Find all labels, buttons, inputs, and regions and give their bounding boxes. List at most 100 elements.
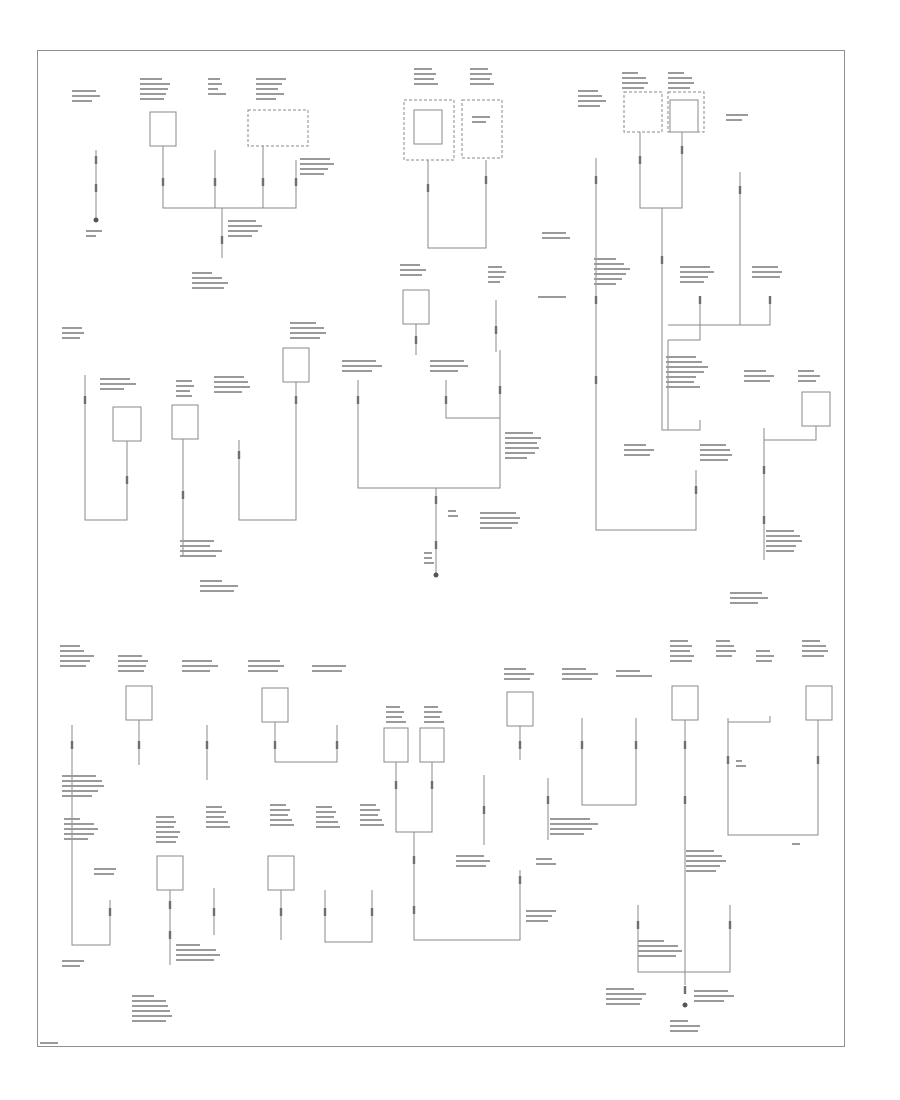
unreadable-label-line — [666, 361, 702, 363]
unreadable-label-line — [140, 88, 168, 90]
unreadable-label-line — [726, 119, 742, 121]
unreadable-label-line — [206, 806, 222, 808]
connector-pin-icon — [660, 256, 664, 264]
component-box — [419, 727, 445, 763]
unreadable-label-line — [430, 360, 464, 362]
unreadable-label-line — [156, 821, 176, 823]
unreadable-label-line — [470, 83, 494, 85]
connector-pin-icon — [698, 296, 702, 304]
connector-pin-icon — [580, 741, 584, 749]
unreadable-label-line — [270, 819, 292, 821]
unreadable-label-line — [290, 322, 316, 324]
unreadable-label-line — [716, 640, 730, 642]
unreadable-label-line — [686, 865, 720, 867]
unreadable-label-line — [694, 990, 728, 992]
unreadable-label-line — [270, 814, 288, 816]
unreadable-label-line — [156, 841, 176, 843]
unreadable-label-line — [666, 386, 700, 388]
unreadable-label-line — [176, 385, 194, 387]
connector-pin-icon — [137, 741, 141, 749]
connector-pin-icon — [762, 516, 766, 524]
connector-pin-icon — [237, 451, 241, 459]
unreadable-label-line — [342, 360, 376, 362]
unreadable-label-line — [736, 760, 742, 762]
unreadable-label-line — [214, 376, 244, 378]
unreadable-label-line — [180, 545, 210, 547]
connector-pin-icon — [434, 496, 438, 504]
unreadable-label-line — [140, 93, 166, 95]
connector-pin-icon — [594, 376, 598, 384]
unreadable-label-line — [270, 804, 286, 806]
unreadable-label-line — [756, 660, 772, 662]
unreadable-label-line — [132, 1000, 166, 1002]
unreadable-label-line — [606, 998, 642, 1000]
unreadable-label-line — [248, 665, 284, 667]
connector-pin-icon — [484, 176, 488, 184]
connector-pin-icon — [726, 756, 730, 764]
unreadable-label-line — [802, 655, 824, 657]
unreadable-label-line — [480, 522, 518, 524]
wire — [238, 382, 297, 521]
unreadable-label-line — [766, 530, 794, 532]
unreadable-label-line — [206, 811, 226, 813]
unreadable-label-line — [118, 665, 146, 667]
unreadable-label-line — [206, 816, 224, 818]
unreadable-label-line — [700, 459, 728, 461]
wire — [763, 426, 817, 441]
connector-pin-icon — [356, 396, 360, 404]
unreadable-label-line — [176, 390, 190, 392]
unreadable-label-line — [526, 910, 556, 912]
component-housing — [461, 99, 503, 159]
component-box — [282, 347, 310, 383]
unreadable-label-line — [744, 375, 774, 377]
unreadable-label-line — [472, 121, 486, 123]
connector-pin-icon — [594, 176, 598, 184]
unreadable-label-line — [214, 391, 242, 393]
unreadable-label-line — [470, 78, 490, 80]
component-housing — [403, 99, 455, 161]
unreadable-label-line — [176, 395, 192, 397]
unreadable-label-line — [140, 98, 164, 100]
unreadable-label-line — [424, 557, 432, 559]
unreadable-label-line — [766, 545, 796, 547]
unreadable-label-line — [118, 655, 142, 657]
unreadable-label-line — [670, 1025, 700, 1027]
unreadable-label-line — [176, 380, 192, 382]
connector-pin-icon — [294, 178, 298, 186]
unreadable-label-line — [360, 809, 380, 811]
connector-pin-icon — [498, 386, 502, 394]
unreadable-label-line — [505, 447, 539, 449]
wire — [581, 718, 637, 806]
component-box — [261, 687, 289, 723]
unreadable-label-line — [616, 675, 652, 677]
unreadable-label-line — [386, 721, 406, 723]
unreadable-label-line — [424, 562, 434, 564]
unreadable-label-line — [505, 452, 535, 454]
unreadable-label-line — [256, 93, 284, 95]
unreadable-label-line — [798, 380, 816, 382]
unreadable-label-line — [424, 711, 442, 713]
unreadable-label-line — [700, 449, 730, 451]
connector-pin-icon — [125, 476, 129, 484]
unreadable-label-line — [64, 823, 94, 825]
unreadable-label-line — [752, 271, 782, 273]
unreadable-label-line — [156, 816, 174, 818]
diagram-frame — [37, 50, 845, 1047]
component-box — [125, 685, 153, 721]
unreadable-label-line — [414, 78, 434, 80]
unreadable-label-line — [470, 73, 492, 75]
unreadable-label-line — [64, 838, 88, 840]
unreadable-label-line — [526, 915, 552, 917]
unreadable-label-line — [342, 365, 382, 367]
wire — [728, 716, 771, 723]
connector-pin-icon — [768, 296, 772, 304]
unreadable-label-line — [94, 868, 116, 870]
unreadable-label-line — [228, 220, 256, 222]
unreadable-label-line — [802, 645, 826, 647]
unreadable-label-line — [414, 83, 438, 85]
unreadable-label-line — [192, 282, 228, 284]
unreadable-label-line — [386, 706, 400, 708]
connector-pin-icon — [168, 901, 172, 909]
unreadable-label-line — [400, 269, 426, 271]
connector-pin-icon — [70, 741, 74, 749]
